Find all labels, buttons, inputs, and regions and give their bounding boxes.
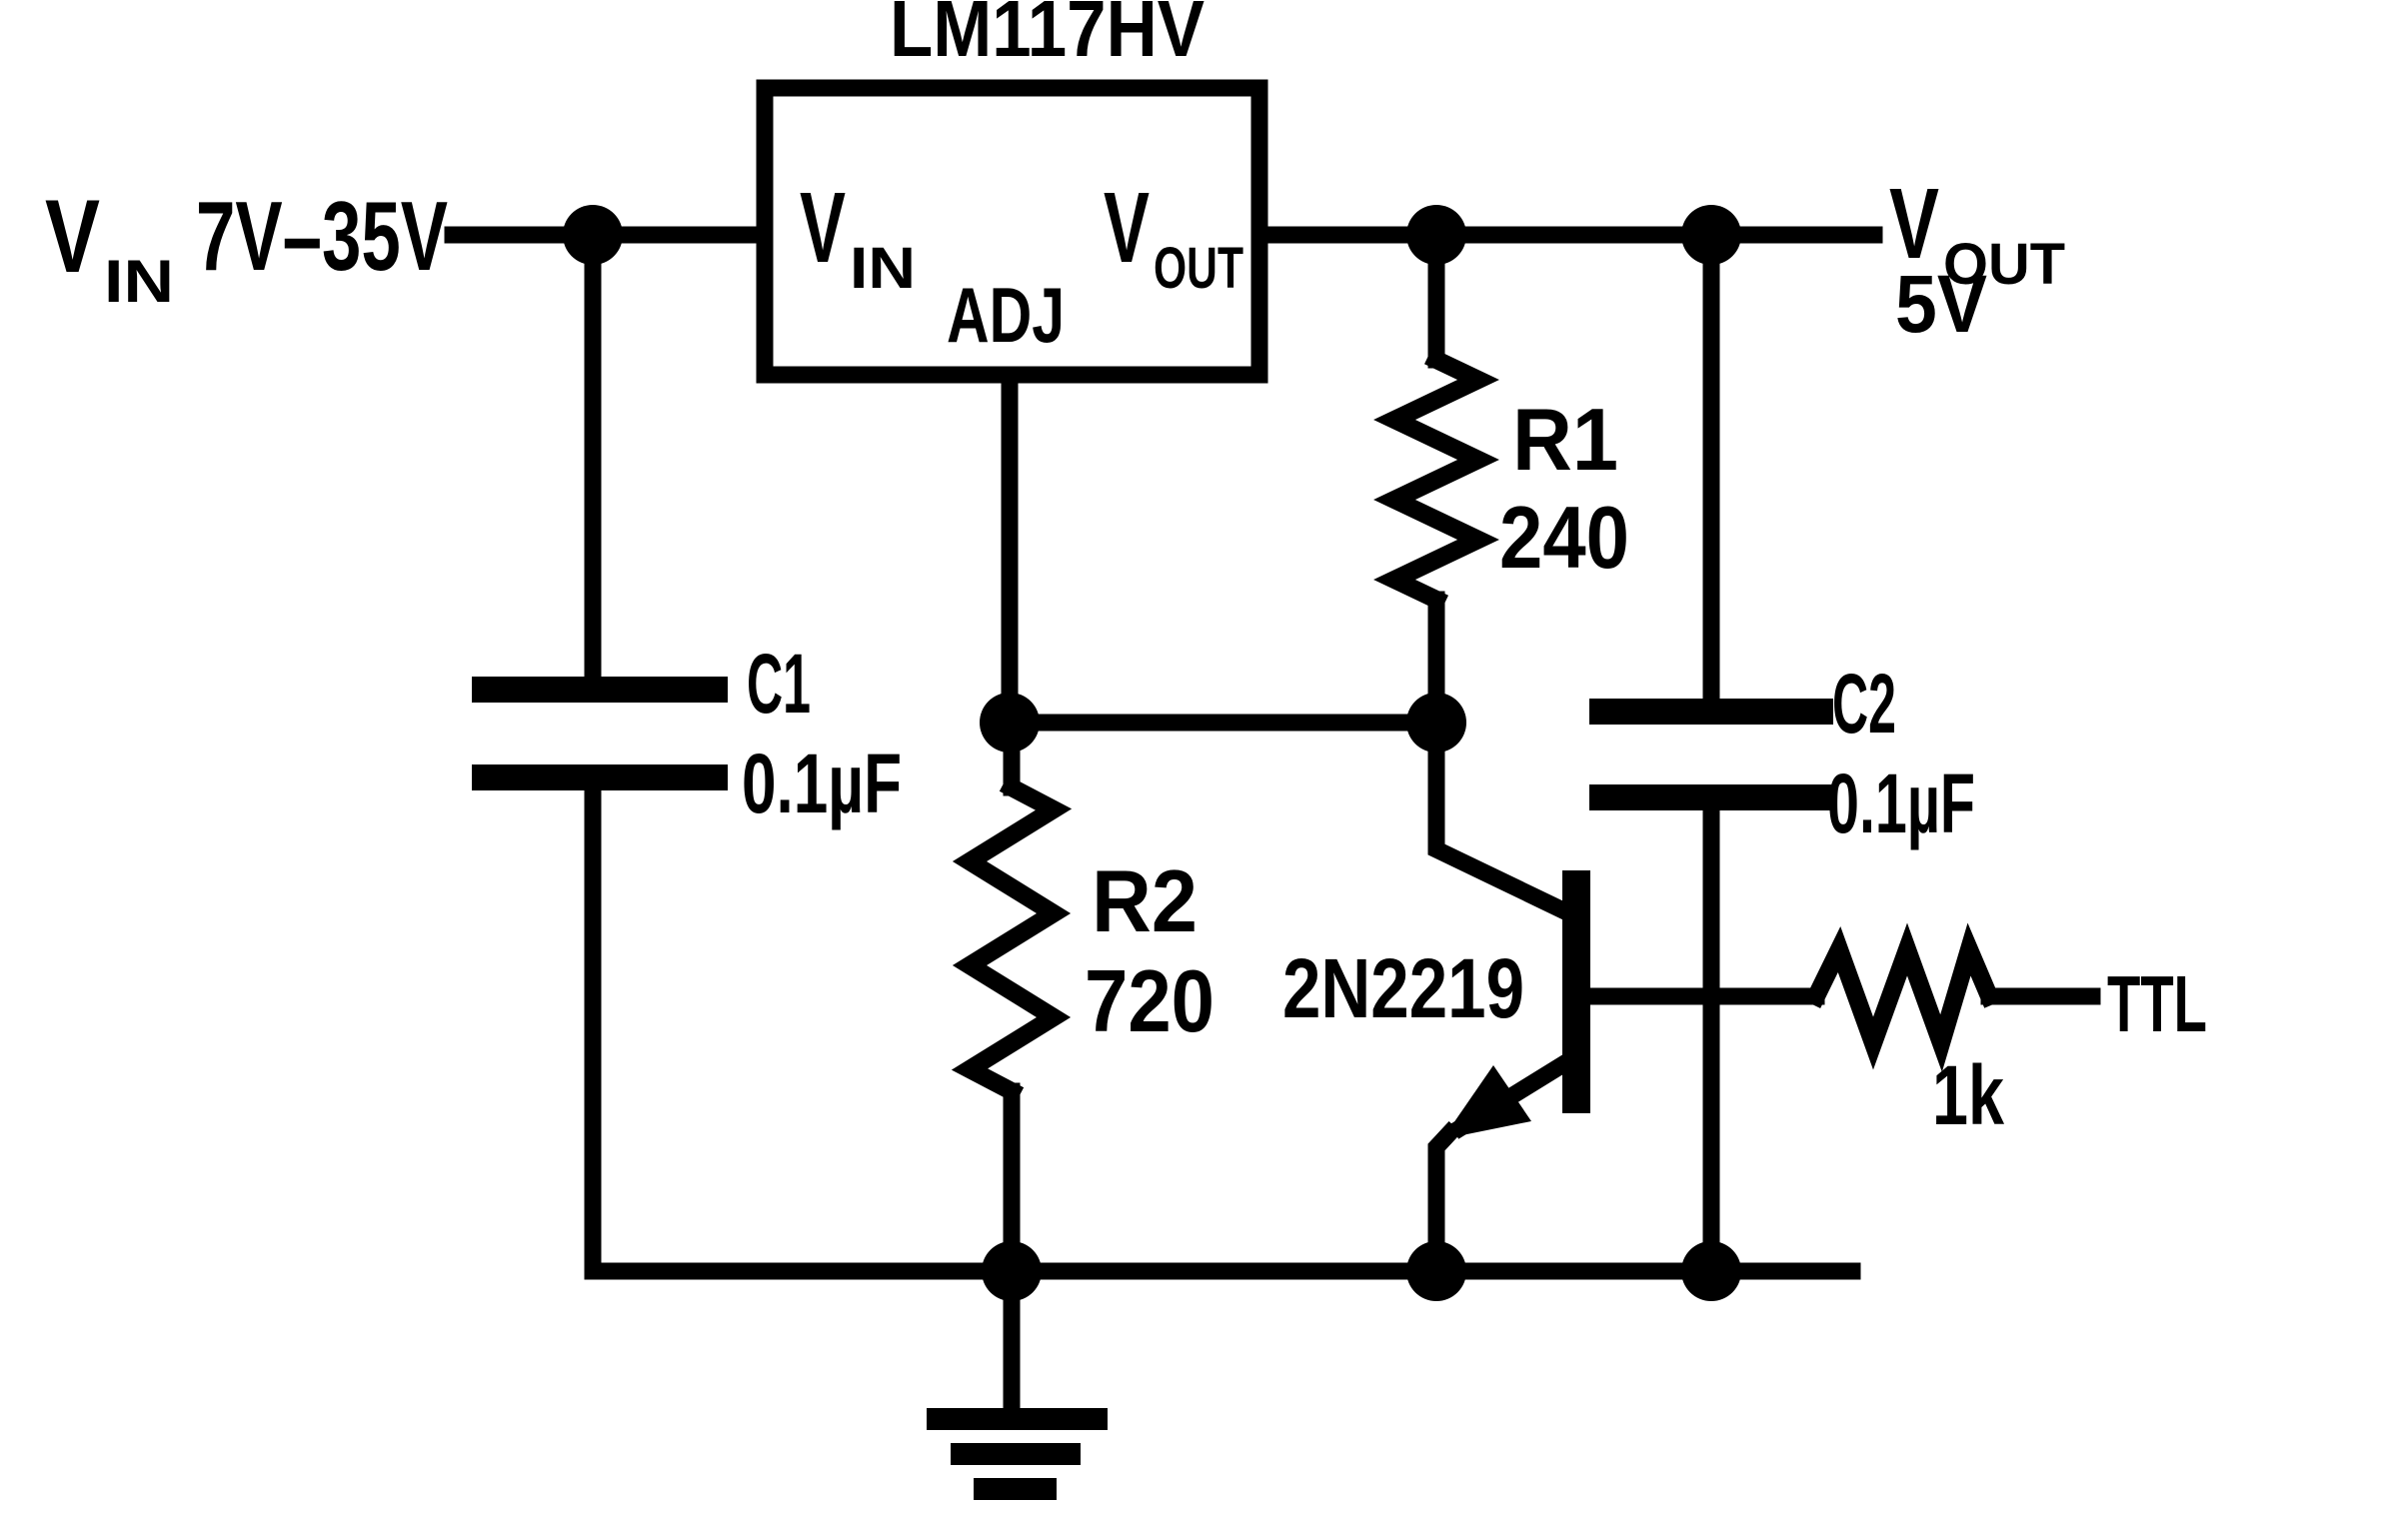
junction-dot-output-r1 [1406,205,1466,265]
regulator: LM117HV V IN V OUT ADJ [756,0,1268,384]
r1-zigzag [1373,348,1499,612]
emitter-arrow [1442,1065,1531,1139]
ground-symbol [927,1262,1108,1500]
junction-dot-output-c2 [1681,205,1741,265]
collector-wire [1427,714,1583,926]
regulator-box [756,79,1268,384]
q1-ref-label: 2N2219 [1282,941,1524,1035]
r1-value-label: 240 [1499,488,1629,587]
vout-label-base: V [1889,168,1939,280]
1k-zigzag [1803,922,2001,1072]
pin-vout-sub: OUT [1154,236,1243,301]
junction-dot-adj-r2 [980,693,1040,753]
junction-dot-r1-collector [1406,693,1466,753]
output-label: V OUT 5V [1889,168,2065,350]
c2-ref-label: C2 [1832,657,1896,751]
pin-adj-label: ADJ [947,271,1065,359]
input-label: V IN 7V–35V [45,179,448,315]
junction-dot-input-c1 [563,205,623,265]
r1-ref-label: R1 [1512,390,1618,489]
vout-label-sub: OUT [1943,232,2065,297]
r2-zigzag [951,774,1073,1104]
c1-ref-label: C1 [747,637,811,731]
junction-dot-emitter [1406,1241,1466,1301]
c2-value-label: 0.1µF [1827,757,1975,850]
resistor-r1: R1 240 [1373,348,1629,612]
vin-label-base: V [45,179,100,295]
c1-value-label: 0.1µF [742,737,902,830]
bottom-rail [584,768,1861,1280]
capacitor-c2: C2 0.1µF [1589,657,1975,850]
junction-dot-c2-ground [1681,1241,1741,1301]
pin-vout-label: V [1104,172,1150,284]
capacitor-c1: C1 0.1µF [472,637,902,830]
ttl-label: TTL [2107,959,2207,1048]
1k-value-label: 1k [1932,1048,2004,1142]
resistor-1k: 1k TTL [1803,922,2207,1142]
adj-wire [1001,366,1445,732]
transistor-q1: 2N2219 [1282,870,1590,1139]
vin-label-sub: IN [104,248,174,315]
pin-vin-sub: IN [850,236,916,301]
resistor-r2: R2 720 [951,774,1214,1104]
r2-ref-label: R2 [1092,851,1198,950]
junction-dots [563,205,1741,1301]
r2-value-label: 720 [1085,951,1214,1050]
junction-dot-ground [982,1241,1042,1301]
vin-range-label: 7V–35V [196,181,448,291]
pin-vin-label: V [800,172,846,284]
regulator-title: LM117HV [890,0,1204,73]
wires [444,226,2101,1280]
vout-voltage-label: 5V [1895,259,1987,350]
